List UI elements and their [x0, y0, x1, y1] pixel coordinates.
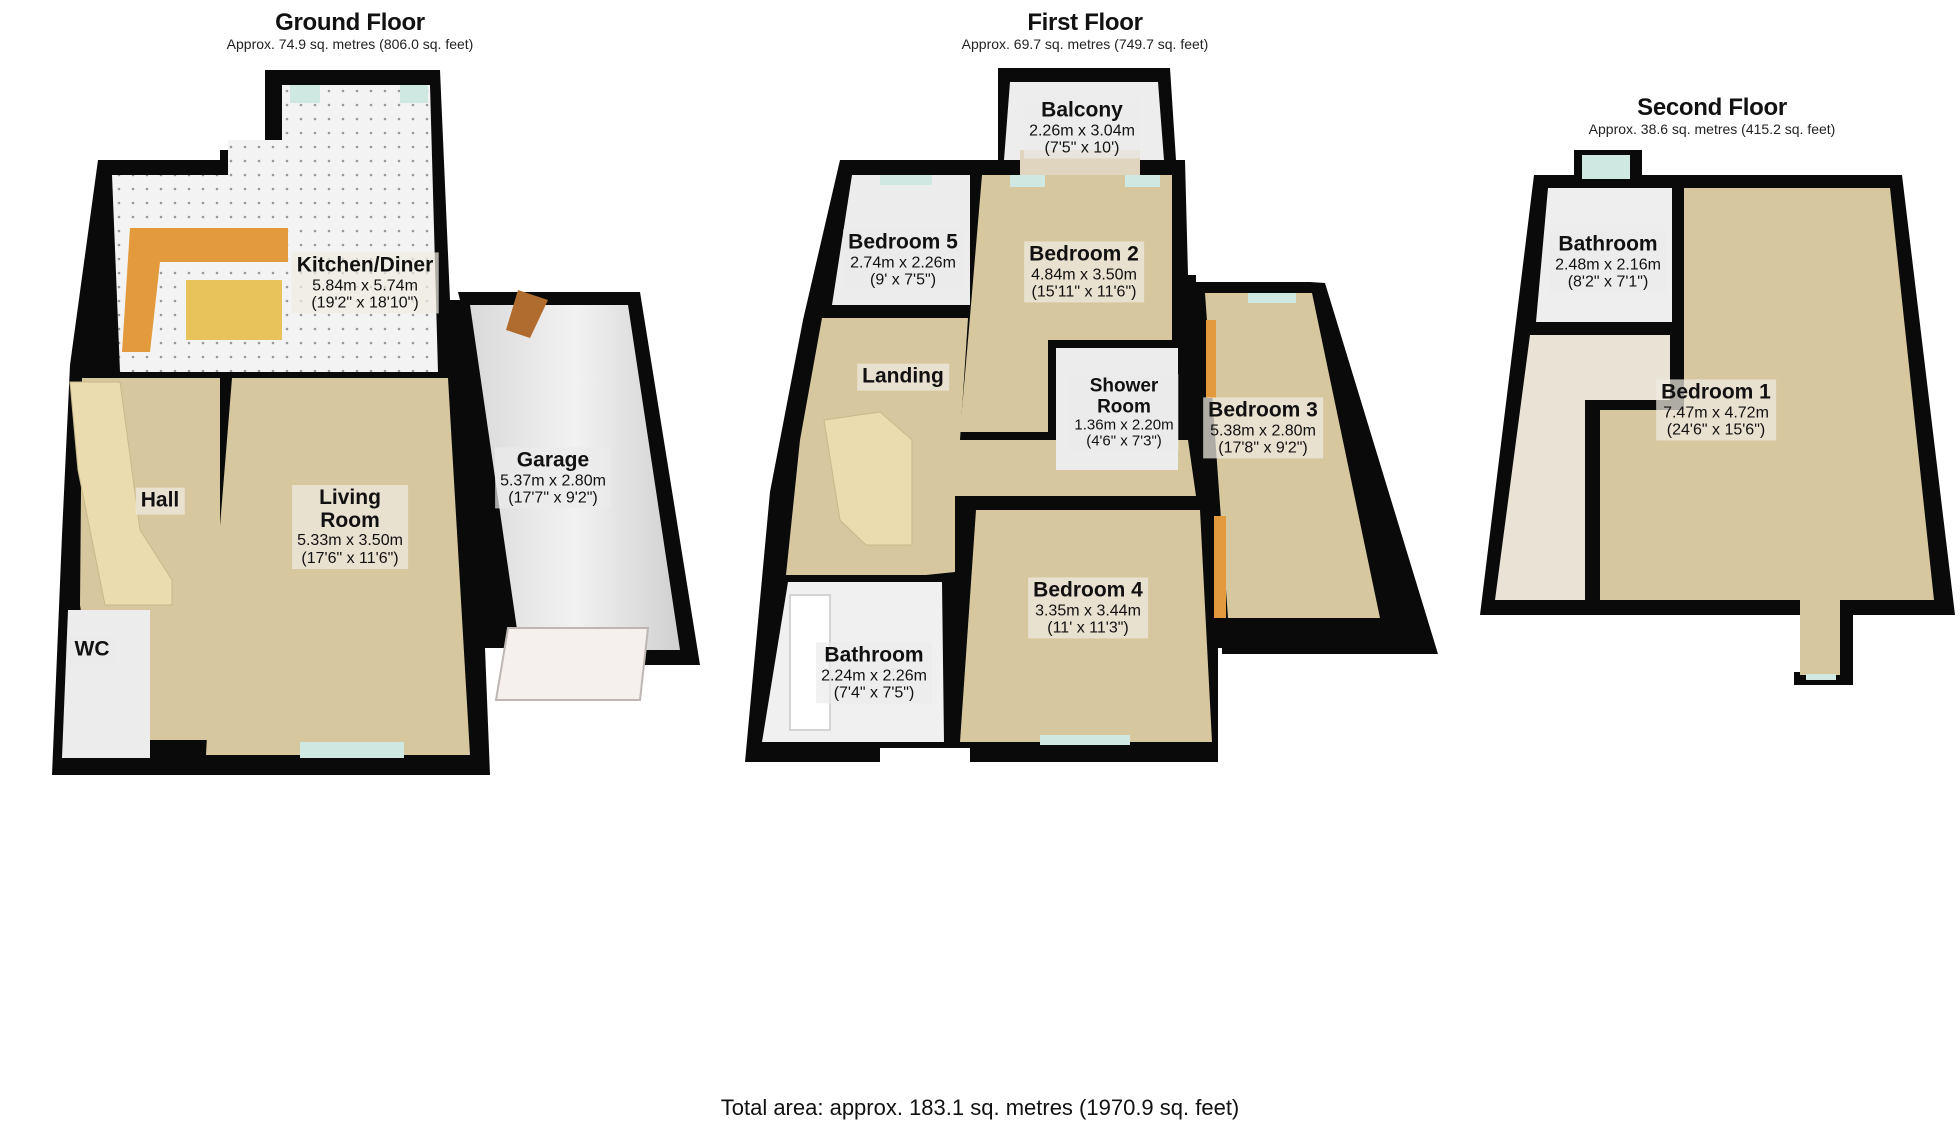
- room-name: Bathroom: [824, 643, 924, 667]
- room-dimensions-metric: 5.84m x 5.74m: [312, 277, 418, 295]
- room-dimensions-imperial: (17'7" x 9'2"): [508, 489, 598, 507]
- room-name: Bedroom 3: [1208, 398, 1318, 422]
- room-label-bedroom-3: Bedroom 3 5.38m x 2.80m (17'8" x 9'2"): [1203, 397, 1323, 459]
- room-name: Shower Room: [1089, 375, 1159, 417]
- room-dimensions-imperial: (17'6" x 11'6"): [301, 549, 399, 567]
- room-label-bedroom-1: Bedroom 1 7.47m x 4.72m (24'6" x 15'6"): [1656, 379, 1776, 441]
- room-dimensions-metric: 3.35m x 3.44m: [1035, 602, 1141, 620]
- room-name: WC: [74, 637, 110, 661]
- room-dimensions-metric: 5.33m x 3.50m: [297, 532, 403, 550]
- room-dimensions-metric: 5.38m x 2.80m: [1210, 422, 1316, 440]
- room-label-garage: Garage 5.37m x 2.80m (17'7" x 9'2"): [495, 447, 611, 509]
- room-name: Landing: [862, 364, 944, 388]
- room-dimensions-metric: 5.37m x 2.80m: [500, 472, 606, 490]
- floor-area: Approx. 69.7 sq. metres (749.7 sq. feet): [961, 36, 1209, 52]
- floor-name: Ground Floor: [275, 9, 425, 36]
- room-label-bathroom-first-floor: Bathroom 2.24m x 2.26m (7'4" x 7'5"): [816, 642, 932, 704]
- room-dimensions-metric: 2.48m x 2.16m: [1555, 256, 1661, 274]
- floor-name: First Floor: [1027, 9, 1143, 36]
- room-dimensions-imperial: (15'11" x 11'6"): [1031, 283, 1137, 301]
- room-dimensions-metric: 2.26m x 3.04m: [1029, 122, 1135, 140]
- room-dimensions-metric: 7.47m x 4.72m: [1663, 404, 1769, 422]
- room-dimensions-imperial: (8'2" x 7'1"): [1567, 273, 1649, 291]
- total-area: Total area: approx. 183.1 sq. metres (19…: [720, 1095, 1240, 1120]
- room-dimensions-metric: 1.36m x 2.20m: [1074, 416, 1174, 434]
- room-dimensions-metric: 2.74m x 2.26m: [850, 254, 956, 272]
- first-floor-title: First Floor Approx. 69.7 sq. metres (749…: [961, 9, 1209, 53]
- room-label-balcony: Balcony 2.26m x 3.04m (7'5" x 10'): [1024, 97, 1140, 159]
- room-name: Garage: [516, 448, 590, 472]
- room-name: Bedroom 2: [1029, 242, 1139, 266]
- room-dimensions-imperial: (24'6" x 15'6"): [1666, 421, 1766, 439]
- room-dimensions-metric: 2.24m x 2.26m: [821, 667, 927, 685]
- room-name: Living Room: [319, 486, 381, 532]
- room-label-hall: Hall: [135, 487, 185, 515]
- room-label-bedroom-4: Bedroom 4 3.35m x 3.44m (11' x 11'3"): [1028, 577, 1148, 639]
- room-label-shower-room: Shower Room 1.36m x 2.20m (4'6" x 7'3"): [1069, 374, 1179, 452]
- kitchen-island: [186, 280, 282, 340]
- room-label-bedroom-5: Bedroom 5 2.74m x 2.26m (9' x 7'5"): [843, 229, 963, 291]
- room-label-wc: WC: [69, 636, 115, 664]
- room-dimensions-imperial: (17'8" x 9'2"): [1218, 439, 1308, 457]
- room-dimensions-imperial: (19'2" x 18'10"): [311, 294, 419, 312]
- room-dimensions-imperial: (9' x 7'5"): [869, 271, 937, 289]
- room-dimensions-metric: 4.84m x 3.50m: [1031, 266, 1137, 284]
- second-floor-title: Second Floor Approx. 38.6 sq. metres (41…: [1588, 94, 1836, 138]
- room-name: Bathroom: [1558, 232, 1658, 256]
- room-label-living-room: Living Room 5.33m x 3.50m (17'6" x 11'6"…: [292, 485, 408, 569]
- floor-name: Second Floor: [1637, 94, 1787, 121]
- room-label-kitchen-diner: Kitchen/Diner 5.84m x 5.74m (19'2" x 18'…: [291, 252, 439, 314]
- garage-side-door: [506, 290, 548, 338]
- floor-area: Approx. 38.6 sq. metres (415.2 sq. feet): [1588, 121, 1836, 137]
- room-label-bathroom-second-floor: Bathroom 2.48m x 2.16m (8'2" x 7'1"): [1550, 231, 1666, 293]
- ground-floor-title: Ground Floor Approx. 74.9 sq. metres (80…: [226, 9, 474, 53]
- garage-door: [494, 627, 650, 701]
- room-label-bedroom-2: Bedroom 2 4.84m x 3.50m (15'11" x 11'6"): [1024, 241, 1144, 303]
- room-name: Hall: [140, 488, 180, 512]
- room-dimensions-imperial: (11' x 11'3"): [1047, 619, 1129, 637]
- room-name: Kitchen/Diner: [296, 253, 434, 277]
- room-dimensions-imperial: (7'4" x 7'5"): [833, 684, 915, 702]
- room-name: Balcony: [1041, 98, 1123, 122]
- floor-area: Approx. 74.9 sq. metres (806.0 sq. feet): [226, 36, 474, 52]
- room-dimensions-imperial: (4'6" x 7'3"): [1086, 432, 1162, 450]
- room-name: Bedroom 1: [1661, 380, 1771, 404]
- room-label-landing: Landing: [857, 363, 949, 391]
- ground-floor-plan: [52, 70, 700, 775]
- room-dimensions-imperial: (7'5" x 10'): [1044, 139, 1120, 157]
- room-name: Bedroom 4: [1033, 578, 1143, 602]
- room-name: Bedroom 5: [848, 230, 958, 254]
